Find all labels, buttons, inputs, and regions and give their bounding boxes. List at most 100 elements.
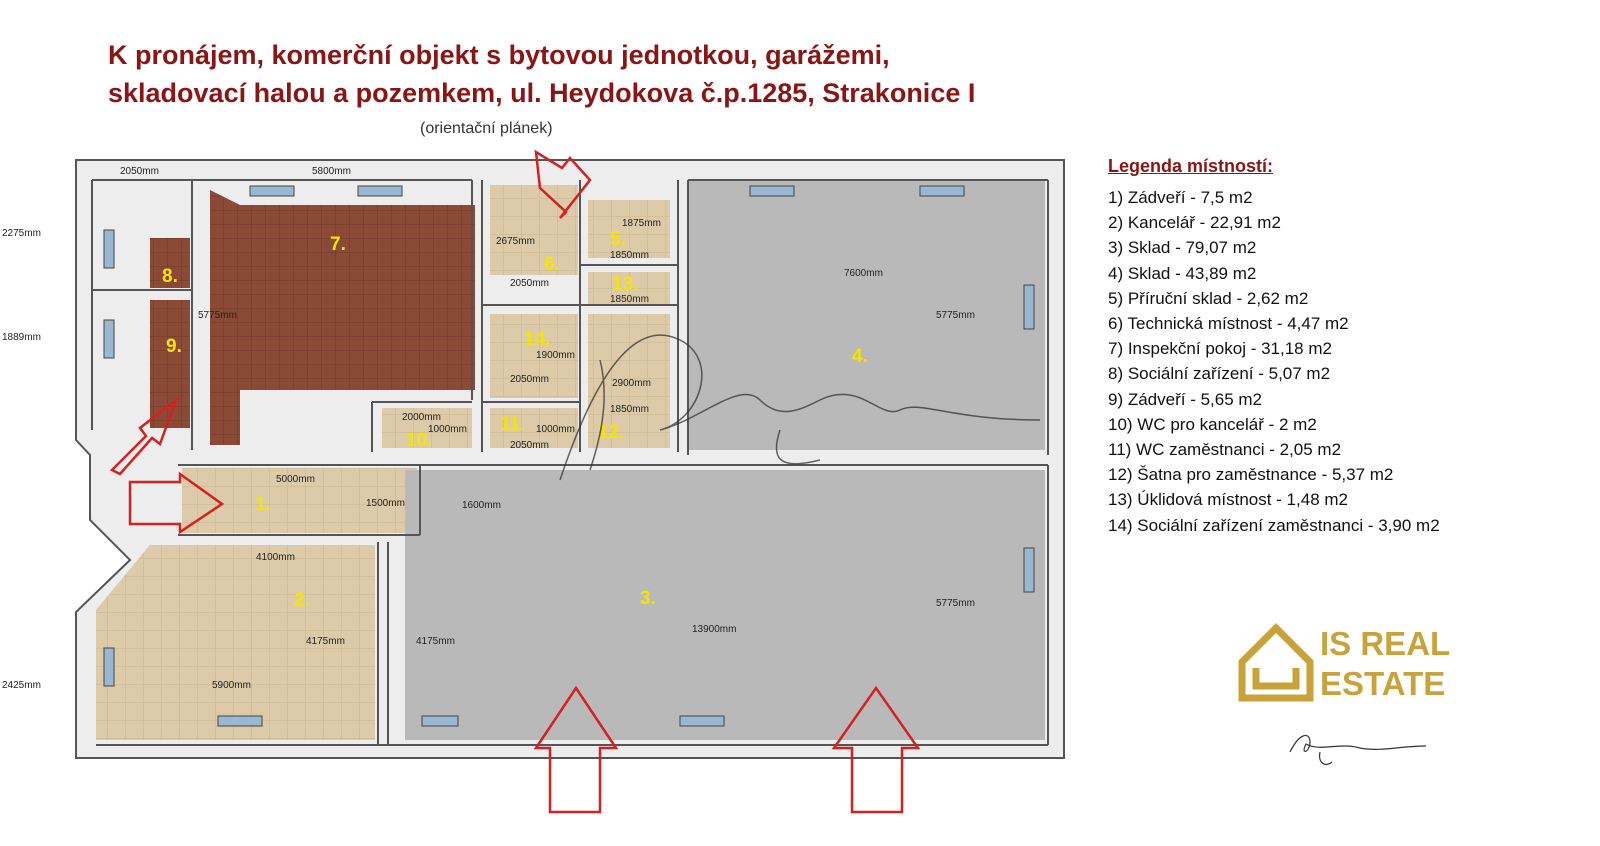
dimension-label: 13900mm bbox=[692, 624, 736, 635]
entrance-arrow-icon bbox=[533, 685, 619, 814]
legend-item: 14) Sociální zařízení zaměstnanci - 3,90… bbox=[1108, 515, 1440, 535]
dimension-label: 2000mm bbox=[402, 412, 441, 423]
entrance-arrows bbox=[109, 149, 921, 814]
legend-item: 2) Kancelář - 22,91 m2 bbox=[1108, 213, 1281, 233]
room-label-5: 5. bbox=[610, 229, 626, 250]
legend-item: 1) Zádveří - 7,5 m2 bbox=[1108, 188, 1253, 207]
window bbox=[103, 647, 115, 687]
room-3-floor bbox=[405, 470, 1045, 740]
title-line-1: K pronájem, komerční objekt s bytovou je… bbox=[108, 40, 890, 70]
dimension-label: 1000mm bbox=[428, 424, 467, 435]
legend-item: 13) Úklidová místnost - 1,48 m2 bbox=[1108, 490, 1348, 510]
entrance-arrow-icon bbox=[128, 471, 225, 535]
room-10-floor bbox=[382, 408, 472, 448]
room-label-13: 13. bbox=[612, 274, 638, 295]
page-title: K pronájem, komerční objekt s bytovou je… bbox=[108, 36, 1068, 112]
window bbox=[249, 185, 295, 197]
room-floors bbox=[96, 180, 1045, 740]
dimension-label: 2050mm bbox=[510, 374, 549, 385]
dimension-label: 2050mm bbox=[120, 166, 159, 177]
room-4-floor bbox=[688, 180, 1045, 450]
room-label-2: 2. bbox=[294, 590, 310, 611]
room-label-6: 6. bbox=[544, 254, 560, 275]
window bbox=[103, 229, 115, 269]
dimension-label: 4175mm bbox=[416, 636, 455, 647]
room-8-floor bbox=[150, 238, 190, 288]
room-7-floor bbox=[210, 190, 475, 445]
room-6-floor bbox=[490, 185, 578, 275]
window bbox=[749, 185, 795, 197]
dimension-label: 2050mm bbox=[510, 278, 549, 289]
signature-watermark-icon bbox=[559, 334, 1041, 481]
window bbox=[217, 715, 263, 727]
room-label-12: 12. bbox=[598, 422, 624, 443]
dimension-label: 2050mm bbox=[510, 440, 549, 451]
room-label-9: 9. bbox=[166, 336, 182, 357]
room-13-floor bbox=[588, 272, 670, 304]
dimension-label: 5775mm bbox=[936, 598, 975, 609]
room-label-4: 4. bbox=[852, 346, 868, 367]
dimension-label: 1600mm bbox=[462, 500, 501, 511]
room-9-floor bbox=[150, 300, 190, 428]
logo-line-1: IS REAL bbox=[1320, 625, 1451, 662]
interior-walls bbox=[91, 179, 1049, 746]
dimension-label: 2675mm bbox=[496, 236, 535, 247]
legend-item: 8) Sociální zařízení - 5,07 m2 bbox=[1108, 364, 1331, 384]
room-1-floor bbox=[182, 468, 417, 533]
dimension-label: 5000mm bbox=[276, 474, 315, 485]
dimension-label: 5800mm bbox=[312, 166, 351, 177]
company-logo: IS REAL ESTATE bbox=[1236, 618, 1476, 708]
dimension-label: 4100mm bbox=[256, 552, 295, 563]
dimension-label: 5900mm bbox=[212, 680, 251, 691]
dimension-label: 1850mm bbox=[610, 404, 649, 415]
legend-item: 12) Šatna pro zaměstnance - 5,37 m2 bbox=[1108, 465, 1394, 485]
logo-line-2: ESTATE bbox=[1320, 665, 1446, 702]
legend-item: 5) Příruční sklad - 2,62 m2 bbox=[1108, 288, 1309, 308]
room-11-floor bbox=[490, 408, 578, 448]
legend-item: 11) WC zaměstnanci - 2,05 m2 bbox=[1108, 440, 1342, 460]
legend-title: Legenda místností: bbox=[1108, 156, 1274, 176]
legend-item: 10) WC pro kancelář - 2 m2 bbox=[1108, 414, 1317, 434]
room-5-floor bbox=[588, 200, 670, 258]
entrance-arrow-icon bbox=[534, 149, 592, 219]
room-label-11: 11. bbox=[500, 414, 525, 435]
legend-item: 4) Sklad - 43,89 m2 bbox=[1108, 263, 1257, 283]
window bbox=[1023, 284, 1035, 330]
window bbox=[919, 185, 965, 197]
dimension-label: 1900mm bbox=[536, 350, 575, 361]
entrance-arrow-icon bbox=[831, 685, 921, 814]
room-label-1: 1. bbox=[255, 494, 271, 515]
legend-item: 7) Inspekční pokoj - 31,18 m2 bbox=[1108, 339, 1332, 359]
room-label-14: 14. bbox=[524, 329, 550, 350]
entrance-arrow-icon bbox=[109, 396, 179, 476]
dimension-label: 5775mm bbox=[198, 310, 237, 321]
dimension-label: 1500mm bbox=[366, 498, 405, 509]
dimension-label: 2275mm bbox=[2, 228, 41, 239]
dimension-label: 1850mm bbox=[610, 250, 649, 261]
room-2-floor bbox=[96, 545, 375, 740]
room-14-floor bbox=[490, 314, 578, 398]
room-label-3: 3. bbox=[640, 588, 656, 609]
window bbox=[103, 319, 115, 359]
windows bbox=[103, 185, 1035, 727]
dimension-label: 4175mm bbox=[306, 636, 345, 647]
logo-text: IS REAL ESTATE bbox=[1320, 624, 1450, 704]
room-legend: Legenda místností: 1) Zádveří - 7,5 m2 2… bbox=[1108, 156, 1440, 538]
house-logo-icon bbox=[1238, 623, 1314, 702]
dimension-label: 7600mm bbox=[844, 268, 883, 279]
dimension-label: 1875mm bbox=[622, 218, 661, 229]
window bbox=[679, 715, 725, 727]
legend-item: 9) Zádveří - 5,65 m2 bbox=[1108, 389, 1263, 409]
dimension-label: 1000mm bbox=[536, 424, 575, 435]
dimension-label: 2900mm bbox=[612, 378, 651, 389]
window bbox=[421, 715, 459, 727]
dimension-label: 1889mm bbox=[2, 332, 41, 343]
dimension-labels: 2050mm 5800mm 2275mm 1889mm 2425mm 5775m… bbox=[2, 166, 975, 691]
room-labels: 1. 2. 3. 4. 5. 6. 7. 8. 9. 10. 11. 12. 1… bbox=[162, 229, 868, 611]
dimension-label: 1850mm bbox=[610, 294, 649, 305]
window bbox=[357, 185, 403, 197]
floor-plan: 1. 2. 3. 4. 5. 6. 7. 8. 9. 10. 11. 12. 1… bbox=[2, 149, 1065, 814]
room-label-8: 8. bbox=[162, 266, 178, 287]
window bbox=[1023, 547, 1035, 593]
signature-icon bbox=[1289, 734, 1427, 765]
